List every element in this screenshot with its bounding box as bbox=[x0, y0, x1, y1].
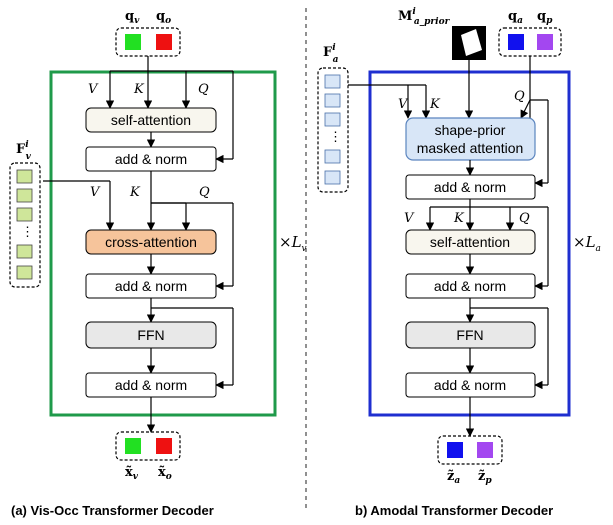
right-query-purple bbox=[537, 34, 553, 50]
left-query-group bbox=[115, 27, 181, 57]
left-feature-stack bbox=[9, 162, 41, 288]
right-feature-tile bbox=[324, 93, 341, 108]
right-query-blue bbox=[508, 34, 524, 50]
left-add-norm-2-label: add & norm bbox=[115, 278, 187, 294]
left-repeat-frame bbox=[49, 70, 277, 417]
left-q-v-label: qv bbox=[125, 9, 140, 26]
right-caption: b) Amodal Transformer Decoder bbox=[355, 503, 553, 518]
right-self-attention-label: self-attention bbox=[430, 234, 510, 250]
right-k-label-2: K bbox=[453, 211, 465, 226]
left-output-green bbox=[125, 438, 141, 454]
right-feature-tile bbox=[324, 74, 341, 89]
left-k-label-1: K bbox=[133, 82, 145, 97]
right-k-label-1: K bbox=[429, 97, 441, 112]
right-feature-tile bbox=[324, 149, 341, 164]
right-v-label-2: V bbox=[404, 211, 415, 226]
left-caption: (a) Vis-Occ Transformer Decoder bbox=[11, 503, 214, 518]
right-add-norm-2-label: add & norm bbox=[434, 278, 506, 294]
right-feature-tile bbox=[324, 170, 341, 185]
left-v-label-1: V bbox=[88, 82, 99, 97]
left-output-red bbox=[156, 438, 172, 454]
left-feature-tile bbox=[16, 265, 33, 280]
right-q-label-1: Q bbox=[514, 89, 525, 104]
right-feature-stack bbox=[317, 67, 349, 193]
left-panel: qv qo ×Lv V K Q self-attention add & nor… bbox=[9, 9, 307, 518]
left-feature-tile bbox=[16, 244, 33, 259]
right-feature-tile bbox=[324, 112, 341, 127]
left-cross-attention-label: cross-attention bbox=[105, 234, 197, 250]
right-z-p-label: z̃p bbox=[478, 469, 492, 486]
left-repeat-label: ×Lv bbox=[279, 233, 307, 254]
right-shape-prior-label-1: shape-prior bbox=[435, 122, 506, 138]
left-feature-dots: ⋮ bbox=[21, 225, 34, 240]
right-mask-prior-shape bbox=[461, 29, 482, 56]
right-q-label-2: Q bbox=[519, 211, 530, 226]
left-x-o-label: x̃o bbox=[158, 465, 172, 482]
right-shape-prior-label-2: masked attention bbox=[417, 140, 524, 156]
left-v-label-2: V bbox=[90, 185, 101, 200]
right-output-group bbox=[437, 435, 503, 465]
left-q-label-2: Q bbox=[199, 185, 210, 200]
left-feature-tile bbox=[16, 169, 33, 184]
left-feature-tile bbox=[16, 188, 33, 203]
left-output-group bbox=[115, 431, 181, 461]
right-repeat-label: ×La bbox=[573, 233, 601, 254]
left-add-norm-3-label: add & norm bbox=[115, 377, 187, 393]
right-add-norm-3-label: add & norm bbox=[434, 377, 506, 393]
right-output-blue bbox=[447, 442, 463, 458]
right-feature-dots: ⋮ bbox=[329, 130, 342, 145]
left-add-norm-1-label: add & norm bbox=[115, 151, 187, 167]
left-self-attention-label: self-attention bbox=[111, 112, 191, 128]
right-q-p-label: qp bbox=[537, 9, 553, 26]
left-q-o-label: qo bbox=[156, 9, 171, 26]
right-v-label-1: V bbox=[398, 97, 409, 112]
right-add-norm-1-label: add & norm bbox=[434, 179, 506, 195]
right-q-a-label: qa bbox=[508, 9, 523, 26]
right-ffn-label: FFN bbox=[456, 327, 483, 343]
left-query-green bbox=[125, 34, 141, 50]
right-output-purple bbox=[477, 442, 493, 458]
left-q-label-1: Q bbox=[198, 82, 209, 97]
left-k-label-2: K bbox=[129, 185, 141, 200]
left-query-red bbox=[156, 34, 172, 50]
right-z-a-label: z̃a bbox=[447, 469, 460, 486]
left-x-v-label: x̃v bbox=[125, 465, 139, 482]
left-ffn-label: FFN bbox=[137, 327, 164, 343]
left-feature-tile bbox=[16, 207, 33, 222]
